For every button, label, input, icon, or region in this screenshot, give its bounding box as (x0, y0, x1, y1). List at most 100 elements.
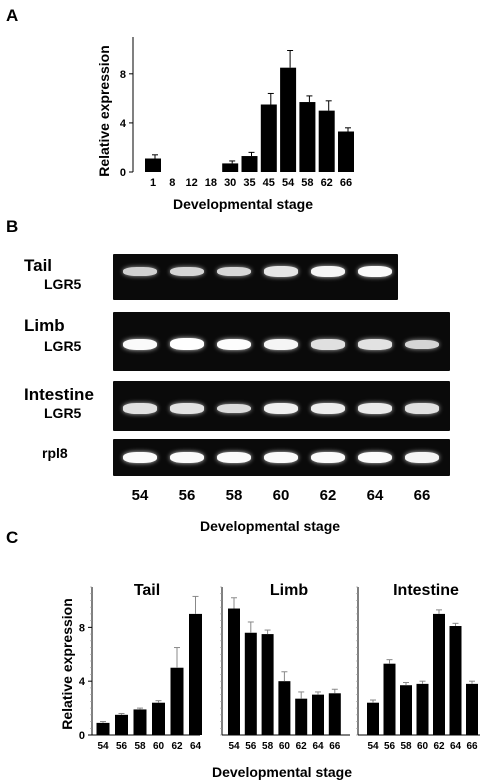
gel-band (311, 339, 345, 350)
chart-c-limb-x-tick-label: 54 (228, 741, 240, 752)
gel-band (358, 403, 392, 414)
chart-a-y-tick-label: 4 (120, 118, 127, 130)
gel-band (170, 266, 204, 277)
chart-c-tail-bar (189, 613, 202, 735)
gel-lane-label: 58 (225, 487, 243, 504)
chart-a-bar (260, 104, 277, 172)
chart-c-tail-title: Tail (134, 582, 160, 599)
chart-c-intestine-bar (449, 626, 462, 735)
gel-band (170, 451, 204, 464)
gel-band (123, 403, 157, 414)
gel-band (311, 451, 345, 464)
gel-lane-label: 54 (131, 487, 149, 504)
chart-a-bar (318, 110, 335, 172)
gel-band (405, 339, 439, 350)
chart-a-bar (338, 131, 354, 172)
chart-a-bar (280, 67, 297, 172)
chart-c-tail-x-tick-label: 58 (134, 741, 146, 752)
chart-a-x-tick-label: 66 (340, 177, 352, 189)
chart-c-x-axis-title: Developmental stage (212, 764, 352, 780)
chart-c-y-axis-title: Relative expression (59, 598, 75, 730)
chart-c-intestine-bar (416, 683, 429, 735)
gel-image (113, 381, 450, 431)
gel-image (113, 312, 450, 371)
chart-c-limb-x-tick-label: 60 (279, 741, 291, 752)
chart-c-limb-x-tick-label: 64 (312, 741, 324, 752)
chart-c-limb-bar (244, 632, 257, 735)
gel-band (405, 451, 439, 464)
gel-lane-label: 60 (272, 487, 290, 504)
chart-c-limb-bar (328, 693, 341, 735)
gel-band (358, 265, 392, 278)
gel-band (123, 266, 157, 277)
chart-c-limb-bar (312, 694, 324, 735)
chart-c-intestine-x-tick-label: 54 (367, 741, 379, 752)
gel-band (264, 266, 298, 277)
chart-a-bar (145, 158, 161, 172)
gel-band (264, 402, 298, 415)
chart-a-x-tick-label: 35 (243, 177, 255, 189)
chart-c-intestine-bar (466, 683, 478, 735)
gel-lane-label: 62 (319, 487, 337, 504)
chart-a-x-tick-label: 30 (224, 177, 236, 189)
gel-image (113, 439, 450, 476)
chart-a-x-tick-label: 18 (205, 177, 217, 189)
gel-x-axis-title: Developmental stage (200, 518, 341, 534)
chart-c-limb-bar (295, 698, 308, 735)
chart-a-x-tick-label: 12 (185, 177, 197, 189)
chart-a-x-tick-label: 8 (169, 177, 175, 189)
chart-c-limb-bar (278, 681, 291, 735)
gel-band (405, 403, 439, 414)
gel-lane-label: 56 (178, 487, 196, 504)
gel-band (358, 451, 392, 464)
chart-c-intestine-x-tick-label: 56 (384, 741, 396, 752)
gel-tissue-label: Intestine (24, 385, 94, 404)
gel-band (217, 451, 251, 464)
gel-band (170, 338, 204, 351)
chart-c-limb-x-tick-label: 66 (329, 741, 341, 752)
chart-a-y-tick-label: 0 (120, 167, 126, 179)
chart-c-intestine-x-tick-label: 60 (417, 741, 429, 752)
gel-band (217, 266, 251, 277)
chart-c-tail-x-tick-label: 60 (153, 741, 165, 752)
chart-a-bar (241, 156, 258, 172)
gel-gene-label: LGR5 (44, 338, 82, 354)
gel-image (113, 254, 398, 300)
gel-lane-label: 66 (413, 487, 431, 504)
chart-c-tail-y-tick-label: 4 (79, 676, 86, 688)
chart-a-x-tick-label: 1 (150, 177, 156, 189)
gel-band (217, 338, 251, 351)
chart-a-x-tick-label: 54 (282, 177, 295, 189)
chart-c-tail-bar (170, 667, 184, 735)
chart-c-tail-bar (152, 702, 165, 735)
chart-c-tail-bar (96, 722, 110, 735)
panel-label-b: B (6, 217, 19, 236)
chart-c-tail-x-tick-label: 56 (116, 741, 128, 752)
gel-band (123, 451, 157, 464)
chart-c-tail-y-tick-label: 0 (79, 730, 85, 742)
chart-c-limb-x-tick-label: 62 (296, 741, 308, 752)
gel-gene-label: rpl8 (42, 445, 68, 461)
chart-c-intestine-title: Intestine (393, 582, 459, 599)
chart-c-limb-title: Limb (270, 582, 308, 599)
chart-c-tail-x-tick-label: 62 (171, 741, 183, 752)
gel-band (358, 339, 392, 350)
gel-lane-label: 64 (366, 487, 384, 504)
gel-band (311, 265, 345, 278)
chart-c-intestine-x-tick-label: 66 (466, 741, 478, 752)
gel-band (123, 338, 157, 351)
gel-band (311, 403, 345, 414)
chart-c-tail-bar (133, 709, 147, 735)
gel-band (217, 403, 251, 414)
chart-c-tail-y-tick-label: 8 (79, 622, 85, 634)
chart-c-limb-bar (261, 634, 274, 735)
panel-label-c: C (6, 528, 19, 547)
chart-a-y-axis-title: Relative expression (96, 45, 112, 177)
gel-band (264, 451, 298, 464)
chart-c-intestine-x-tick-label: 64 (450, 741, 462, 752)
gel-tissue-label: Limb (24, 316, 65, 335)
chart-c-tail-bar (115, 714, 128, 735)
chart-a-bar (222, 163, 239, 172)
